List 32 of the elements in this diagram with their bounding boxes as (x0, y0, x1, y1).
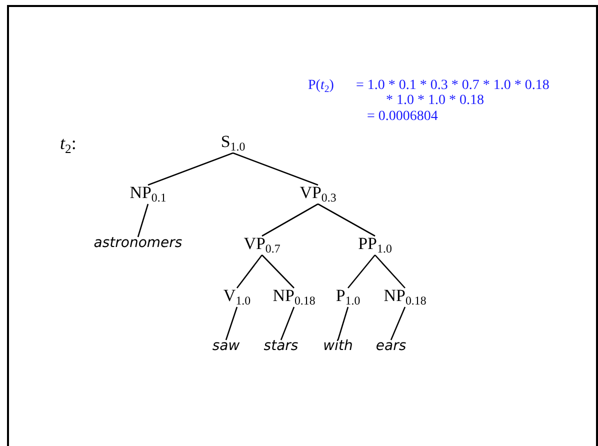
word-label: with (323, 339, 353, 353)
tree-branch (236, 254, 263, 288)
category-label: NP$_{0.18}$ (272, 287, 316, 304)
tree-branch (374, 254, 406, 288)
tree-branch (280, 306, 295, 340)
tree-branch (225, 306, 238, 340)
tree-branch (318, 203, 376, 237)
category-label: NP$_{0.1}$ (130, 184, 166, 201)
category-label: NP$_{0.18}$ (384, 287, 426, 304)
tree-branch (337, 306, 349, 340)
category-label: VP$_{0.3}$ (300, 184, 336, 201)
tree-branch (232, 152, 318, 186)
category-label: S$_{1.0}$ (220, 133, 246, 150)
category-label: V$_{1.0}$ (223, 287, 251, 304)
category-label: VP$_{0.7}$ (244, 235, 280, 252)
tree-branch (390, 306, 406, 340)
word-label: astronomers (94, 236, 182, 250)
tree-branch (148, 152, 234, 186)
formula-line: = 1.0 * 0.1 * 0.3 * 0.7 * 1.0 * 0.18 (356, 79, 550, 93)
category-label: PP$_{1.0}$ (358, 235, 392, 252)
tree-branch (348, 254, 376, 288)
tree-branch (262, 203, 318, 237)
formula-line: * 1.0 * 1.0 * 0.18 (386, 94, 484, 108)
category-label: P$_{1.0}$ (336, 287, 360, 304)
formula-result: = 0.0006804 (367, 110, 438, 124)
word-label: saw (212, 339, 240, 353)
tree-branch (137, 204, 149, 238)
word-label: stars (264, 339, 298, 353)
tree-name: t$_{2}$: (60, 134, 76, 152)
probability-term: P(t$_{2}$) (308, 79, 334, 93)
word-label: ears (376, 339, 406, 353)
tree-branch (262, 254, 294, 288)
